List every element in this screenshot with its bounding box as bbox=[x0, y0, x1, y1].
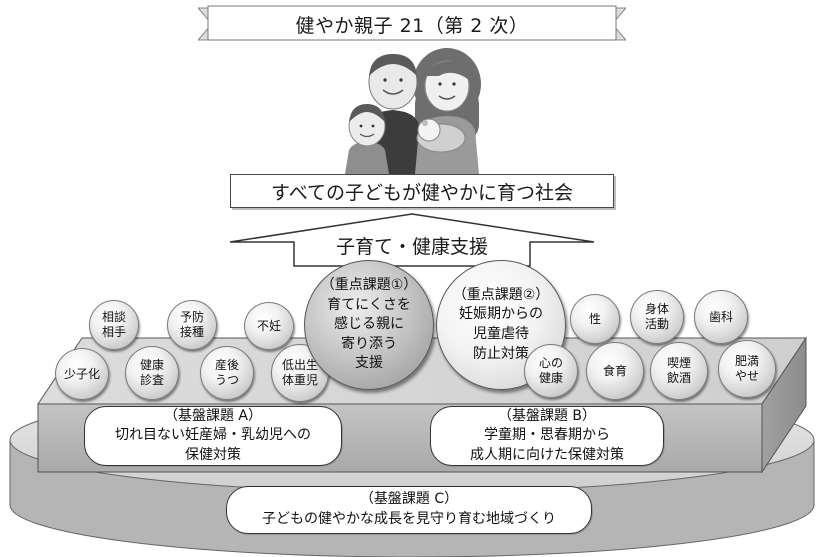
topic-circle-low-birth-weight: 低出生体重児 bbox=[271, 344, 329, 402]
topic-circle-dental: 歯科 bbox=[694, 290, 748, 344]
topic-circle-sexuality: 性 bbox=[570, 294, 620, 344]
priority-circle-1: （重点課題①） 育てにくさを 感じる親に 寄り添う 支援 bbox=[304, 260, 434, 390]
topic-circle-infertility: 不妊 bbox=[244, 302, 294, 350]
topic-circle-smoking-drinking: 喫煙飲酒 bbox=[650, 342, 708, 400]
topic-circle-vaccination: 予防接種 bbox=[167, 300, 217, 350]
page-title: 健やか親子 21（第 2 次） bbox=[295, 14, 529, 37]
support-arrow bbox=[229, 213, 595, 267]
topic-circle-obesity-thinness: 肥満やせ bbox=[718, 340, 776, 398]
base-issue-c: （基盤課題 C） 子どもの健やかな成長を見守り育む地域づくり bbox=[226, 486, 592, 534]
banner-shape bbox=[198, 5, 626, 41]
support-label: 子育て・健康支援 bbox=[335, 235, 488, 258]
priority-circle-2: （重点課題②） 妊娠期からの 児童虐待 防止対策 bbox=[436, 260, 566, 390]
topic-circle-birthrate: 少子化 bbox=[55, 348, 109, 400]
topic-circle-food-education: 食育 bbox=[586, 342, 644, 400]
topic-circle-physical-activity: 身体活動 bbox=[630, 290, 684, 344]
goal-box: すべての子どもが健やかに育つ社会 bbox=[230, 174, 614, 208]
title-banner: 健やか親子 21（第 2 次） bbox=[198, 4, 626, 44]
family-illustration bbox=[345, 48, 481, 174]
topic-circle-postpartum-depression: 産後うつ bbox=[200, 346, 254, 400]
topic-circle-consultation: 相談相手 bbox=[89, 300, 139, 350]
topic-circle-health-checkup: 健康診査 bbox=[125, 346, 179, 400]
topic-circle-mental-health: 心の健康 bbox=[524, 344, 578, 398]
base-issue-a: （基盤課題 A） 切れ目ない妊産婦・乳幼児への 保健対策 bbox=[84, 406, 342, 466]
base-issue-b: （基盤課題 B） 学童期・思春期から 成人期に向けた保健対策 bbox=[430, 406, 664, 466]
